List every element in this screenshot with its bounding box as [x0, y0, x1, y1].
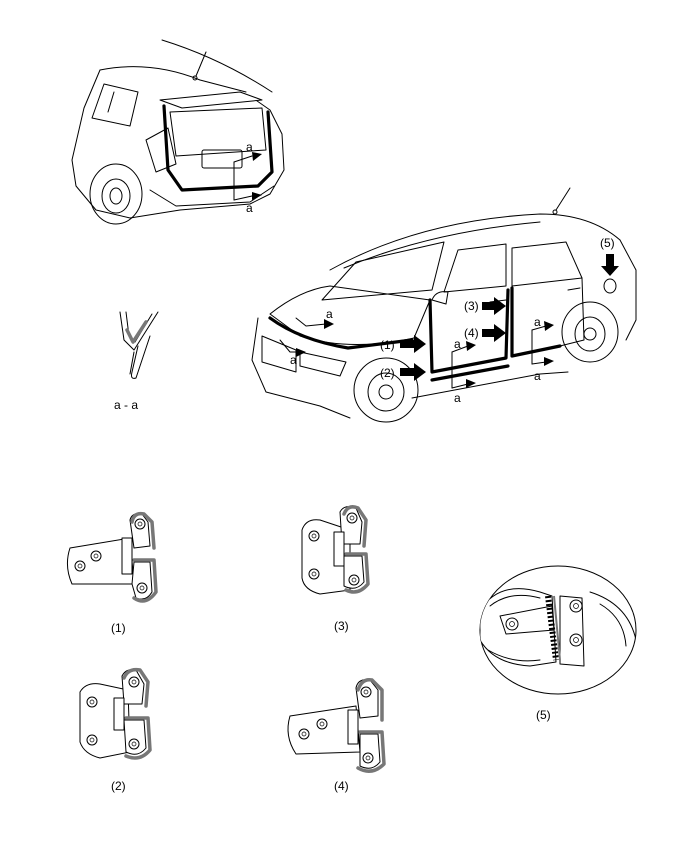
- rear-door-marker-a-bottom: a: [534, 369, 541, 383]
- detail-caption-4: (4): [334, 779, 349, 793]
- rear-marker-a-top: a: [246, 140, 253, 154]
- hood-marker-a-top: a: [326, 307, 333, 321]
- rear-vehicle-view: a a: [71, 39, 285, 225]
- section-label: a - a: [114, 398, 138, 412]
- fuel-lid-detail-5: (5): [479, 565, 637, 722]
- detail-caption-2: (2): [111, 779, 126, 793]
- hinge-detail-2: (2): [79, 667, 152, 793]
- callout-1: (1): [380, 338, 395, 352]
- detail-caption-1: (1): [111, 621, 126, 635]
- rear-marker-a-bottom: a: [246, 201, 253, 215]
- hinge-detail-4: (4): [287, 677, 386, 793]
- section-a-a: a - a: [114, 311, 159, 412]
- callout-5: (5): [600, 236, 615, 250]
- hinge-detail-3: (3): [301, 505, 370, 633]
- front-door-marker-a-bottom: a: [454, 391, 461, 405]
- callout-2: (2): [380, 366, 395, 380]
- front-door-marker-a-top: a: [454, 337, 461, 351]
- callout-4: (4): [464, 326, 479, 340]
- detail-caption-3: (3): [334, 619, 349, 633]
- detail-caption-5: (5): [536, 708, 551, 722]
- hood-marker-a-bottom: a: [290, 353, 297, 367]
- callout-3: (3): [464, 299, 479, 313]
- front-vehicle-view: a a a a a a (1) (2) (3) (4) (5): [251, 187, 637, 423]
- hinge-detail-1: (1): [66, 511, 158, 635]
- rear-door-marker-a-top: a: [534, 315, 541, 329]
